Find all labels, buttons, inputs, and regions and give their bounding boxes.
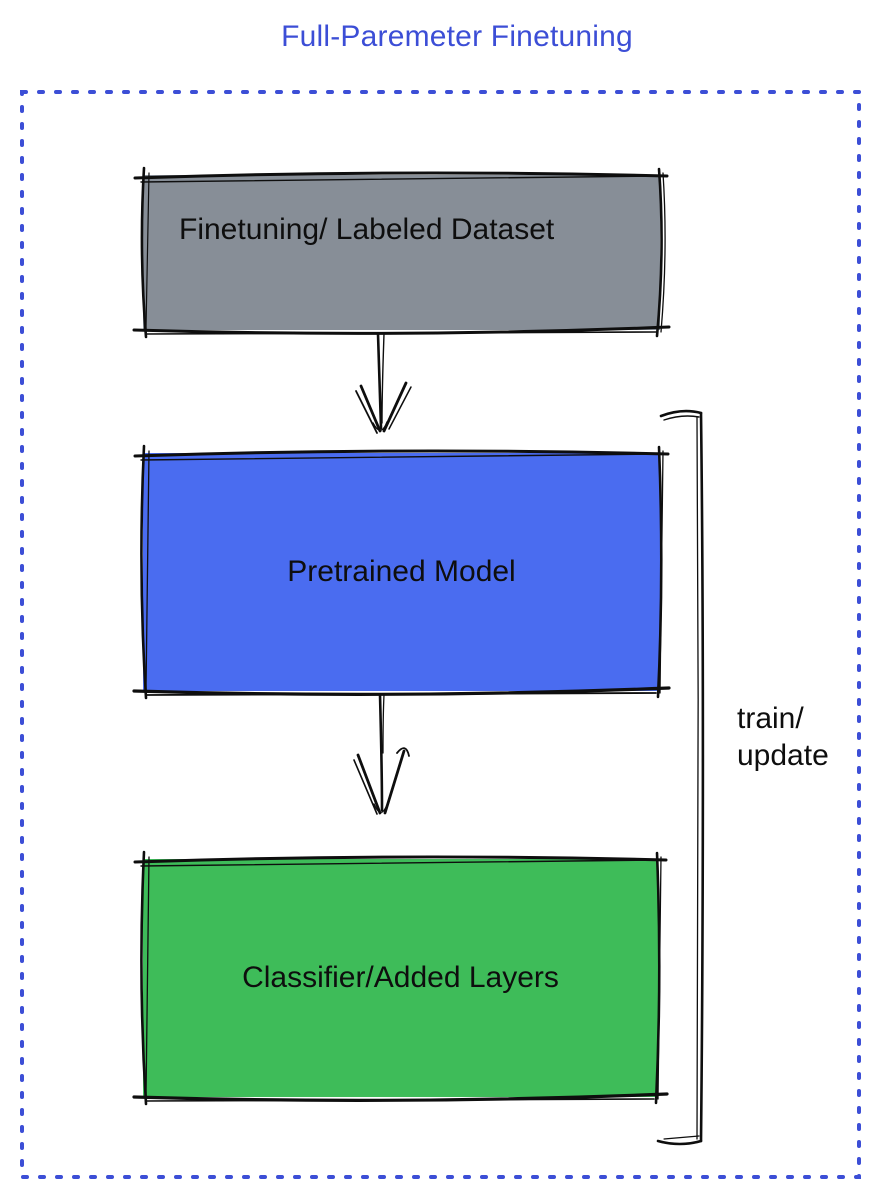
node-finetuning-dataset-label: Finetuning/ Labeled Dataset (179, 213, 555, 246)
arrow-model-to-classifier (353, 693, 410, 815)
arrow-dataset-to-model (355, 332, 412, 434)
train-update-bracket (656, 409, 705, 1146)
node-finetuning-dataset: Finetuning/ Labeled Dataset (143, 175, 660, 330)
node-pretrained-model-label: Pretrained Model (287, 555, 516, 588)
diagram-title: Full-Paremeter Finetuning (281, 20, 633, 53)
node-classifier-added-layers-label: Classifier/Added Layers (242, 961, 559, 994)
node-pretrained-model: Pretrained Model (143, 453, 660, 691)
train-update-label: train/ update (737, 702, 829, 772)
node-classifier-added-layers: Classifier/Added Layers (143, 859, 658, 1097)
